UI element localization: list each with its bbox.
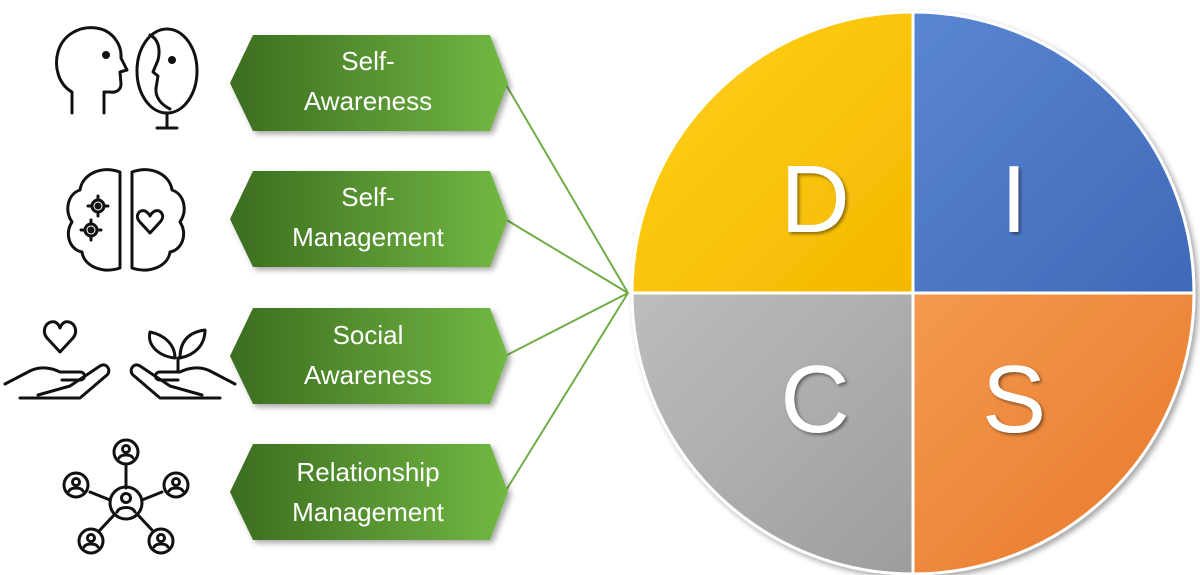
competency-label-social-awareness <box>230 308 508 404</box>
disc-quadrant-d <box>630 10 915 295</box>
competency-label-relationship-management <box>230 444 508 540</box>
label-line2: Awareness <box>304 360 432 390</box>
disc-letter-c: C <box>780 346 849 453</box>
connector-line <box>504 218 629 294</box>
disc-letter-d: D <box>780 146 849 253</box>
label-line1: Self- <box>341 46 394 76</box>
disc-quadrant-i <box>911 10 1196 295</box>
head-and-mirror-icon <box>55 26 199 130</box>
brain-gears-heart-icon <box>66 168 186 272</box>
connector-line <box>504 292 629 357</box>
label-line1: Relationship <box>296 457 439 487</box>
connector-lines <box>504 82 629 493</box>
competency-label-self-awareness <box>230 35 508 131</box>
label-line2: Management <box>292 497 445 527</box>
hands-heart-plant-icon <box>3 320 237 400</box>
disc-letter-i: I <box>1001 146 1028 253</box>
connector-line <box>504 292 629 493</box>
label-line2: Management <box>292 222 445 252</box>
label-line1: Social <box>333 320 404 350</box>
people-network-icon <box>62 438 190 555</box>
label-line1: Self- <box>341 182 394 212</box>
disc-quadrant-s <box>911 291 1196 575</box>
disc-letter-s: S <box>982 346 1046 453</box>
connector-line <box>504 82 629 294</box>
label-line2: Awareness <box>304 86 432 116</box>
disc-circle <box>630 10 1196 575</box>
disc-quadrant-c <box>630 291 915 575</box>
competency-label-self-management <box>230 171 508 267</box>
